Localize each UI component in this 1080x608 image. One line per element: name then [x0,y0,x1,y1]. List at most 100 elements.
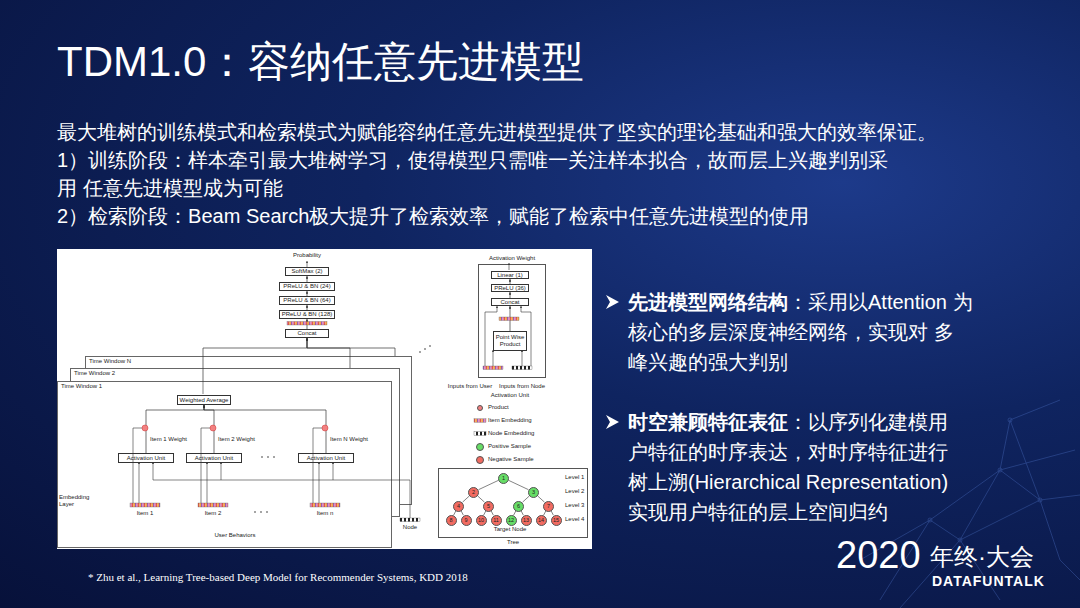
legend-entry-slot: Node Embedding [488,430,534,437]
slide-text: DATAFUNTALK [932,573,1045,589]
slide-text-slot: 1）训练阶段：样本牵引最大堆树学习，使得模型只需唯一关注样本拟合，故而层上兴趣判… [57,146,902,202]
diagram-label-slot: Target Node [494,526,527,533]
title-slot: TDM1.0：容纳任意先进模型 [57,34,584,90]
node-number: 4 [457,503,460,509]
layer-box: Concat [491,298,529,306]
tree-branch [463,496,470,502]
node-text: PReLU (36) [494,285,526,292]
layer-box: PReLU & BN (64) [279,296,335,305]
diagram-label: Level 3 [565,502,584,508]
tree-node: 6 [513,501,524,512]
node-text: Weighted Average [180,397,229,404]
user-input-strip [483,366,503,370]
time-window-frame: Time Window 1Weighted AverageActivation … [57,381,392,548]
slide-text-slot: 2020 [836,541,921,569]
legend-text: Product [488,404,509,410]
legend-entry-slot: Item Embedding [488,417,532,424]
tree-branch [461,511,463,515]
tree-branch [544,511,546,515]
legend-swatch [476,456,484,464]
tree-branch [538,496,545,502]
node-number: 7 [547,503,550,509]
tree-node: 13 [521,515,532,526]
node-number: 14 [538,517,544,523]
flow-arrow [510,306,511,331]
slide-text-slot: 最大堆树的训练模式和检索模式为赋能容纳任意先进模型提供了坚实的理论基础和强大的效… [57,118,937,146]
node-number: 10 [478,517,484,523]
slide-text: 年终·大会 [930,543,1034,570]
tree-node: 3 [528,487,539,498]
diagram-label-slot: Level 3 [565,502,584,509]
tree-branch [521,511,523,515]
product-strip [499,317,519,321]
layer-box: PReLU & BN (128) [279,310,336,319]
node-text: PReLU & BN (24) [283,283,330,290]
tree-node: 1 [498,473,509,484]
node-number: 12 [508,517,514,523]
diagram-label-slot: Item 1 Weight [150,436,187,443]
slide-text: 2）检索阶段：Beam Search极大提升了检索效率，赋能了检索中任意先进模型… [57,205,809,227]
diagram-label-slot: Item 2 Weight [218,436,255,443]
bullet-arrow [606,415,619,429]
diagram-label-slot: Level 1 [565,474,584,481]
flow-arrow [307,338,395,356]
tree-node: 10 [476,515,487,526]
node-text: Concat [297,330,316,337]
diagram-label-slot: Inputs from Node [499,383,545,390]
diagram-label: Item 2 [205,510,222,516]
diagram-label-slot: Node [403,524,417,531]
tree-node: 2 [468,487,479,498]
figure-panel [57,249,592,549]
diagram-label: Node [403,524,417,530]
diagram-label: Level 2 [565,488,584,494]
flow-arrow [204,405,326,453]
tree-branch [551,511,553,515]
flow-arrow [204,405,214,453]
tree-node: 7 [543,501,554,512]
tree-branch [454,511,456,515]
layer-box: Activation Unit [298,453,354,463]
diagram-label-slot: Level 2 [565,488,584,495]
legend-entry-slot: Negative Sample [488,456,534,463]
flow-arrow [307,338,350,368]
diagram-label-slot: Item N Weight [330,436,368,443]
flow-arrow [510,279,511,284]
tree-branch [478,496,485,502]
node-text: PReLU & BN (64) [283,297,330,304]
node-text: Activation Weight [479,255,545,262]
tree-node: 5 [483,501,494,512]
tree-branch [514,511,516,515]
layer-box: Linear (1) [491,271,529,279]
flow-arrow [203,338,307,381]
legend-entry-slot: Positive Sample [488,443,531,450]
node-text: Activation Unit [195,455,233,462]
layer-box: Weighted Average [177,395,232,405]
tree-branch [509,480,529,489]
tree-branch [479,480,499,489]
diagram-label: Item 1 Weight [150,436,187,442]
diagram-label: Inputs from Node [499,383,545,389]
diagram-label: Item 2 Weight [218,436,255,442]
flow-arrow [307,319,308,329]
item-embedding [198,503,228,507]
node-number: 3 [532,489,535,495]
legend-sample [474,432,486,436]
diagram-label-slot: Item 1 [137,510,154,517]
wires [133,261,531,518]
tree-node: 15 [551,515,562,526]
node-number: 5 [487,503,490,509]
diagram-label: Item n [317,510,334,516]
diagram-label: Probability [293,252,321,258]
slide-text: 1）训练阶段：样本牵引最大堆树学习，使得模型只需唯一关注样本拟合，故而层上兴趣判… [57,149,888,199]
node-number: 1 [502,475,505,481]
bullet-arrow [606,295,619,309]
tree-node: 12 [506,515,517,526]
legend-entry-slot: Product [488,404,509,411]
bullet-heading: 时空兼顾特征表征 [628,411,788,433]
legend-text: Positive Sample [488,443,531,449]
diagram-label-slot: Level 4 [565,516,584,523]
slide-text-slot: * Zhu et al., Learning Tree-based Deep M… [88,571,468,584]
diagram-label-slot: Item n [317,510,334,517]
slide-text-slot: DATAFUNTALK [932,573,1045,589]
